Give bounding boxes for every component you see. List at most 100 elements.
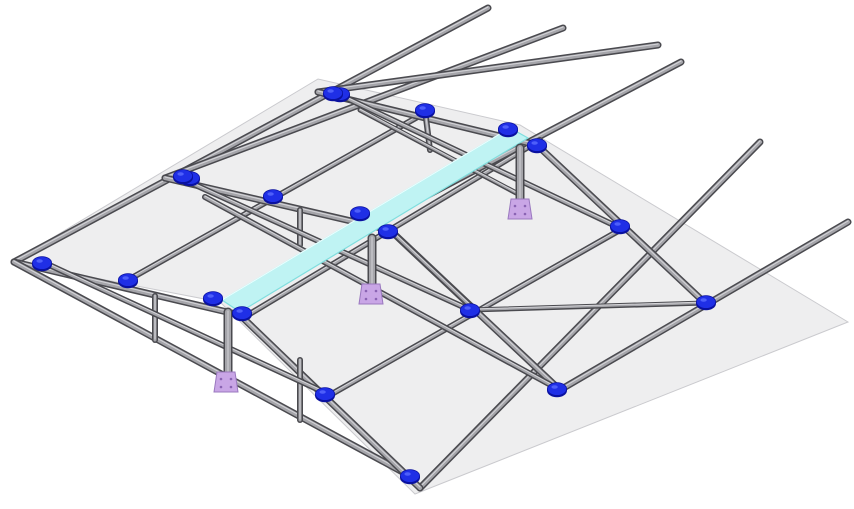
- front-truss-top-chord-left-face: [12, 260, 242, 317]
- back-truss-diag: [357, 107, 523, 198]
- base-plate-front-gusset: [213, 371, 239, 393]
- joint-10-gloss: [382, 227, 389, 231]
- joint-19: [172, 169, 193, 185]
- purlin-3-highlight: [317, 43, 659, 92]
- joint-19-gloss: [177, 172, 184, 176]
- joint-9: [349, 206, 370, 222]
- base-plate-middle-bolt: [364, 289, 368, 293]
- base-plate-middle: [358, 283, 384, 305]
- joint-16-gloss: [531, 141, 538, 145]
- joint-11-gloss: [464, 306, 471, 310]
- purlin-3: [314, 41, 662, 96]
- joint-11-cap: [459, 303, 480, 317]
- base-plate-back-bolt: [523, 212, 527, 216]
- joint-14: [414, 103, 435, 119]
- back-truss-diag-face: [359, 109, 521, 196]
- base-plate-back-bolt: [523, 204, 527, 208]
- joint-2-cap: [118, 273, 139, 287]
- joint-1: [32, 256, 53, 272]
- posts-layer: [223, 143, 525, 383]
- joint-17-gloss: [614, 222, 621, 226]
- base-plate-back: [507, 198, 533, 220]
- joint-3-cap: [202, 291, 223, 305]
- joint-6-gloss: [404, 472, 411, 476]
- joint-4-cap: [231, 306, 252, 320]
- purlin-3-face: [316, 43, 660, 94]
- purlin-inner-d-face: [469, 302, 706, 311]
- joint-15: [497, 122, 518, 138]
- middle-truss-diag-face: [388, 228, 477, 312]
- middle-truss-diag-highlight: [389, 228, 476, 310]
- rafter-1-highlight: [44, 261, 331, 395]
- base-plate-back-bolt: [513, 212, 517, 216]
- joint-17: [610, 219, 631, 235]
- joints-layer: [32, 86, 717, 485]
- front-truss-bottom-chord-face: [12, 260, 412, 478]
- base-plates-layer: [213, 198, 533, 393]
- joint-8-cap: [262, 189, 283, 203]
- joint-16: [527, 138, 548, 154]
- base-plate-middle-bolt: [374, 289, 378, 293]
- joint-6: [399, 469, 420, 485]
- purlin-1-face: [12, 6, 490, 264]
- rafter-3-highlight: [204, 195, 561, 390]
- joint-3-gloss: [207, 294, 214, 298]
- joint-16-cap: [527, 138, 548, 152]
- back-truss-diag-highlight: [359, 108, 521, 195]
- rafter-1: [42, 260, 333, 398]
- joint-18-cap: [696, 295, 717, 309]
- base-plate-middle-gusset: [358, 283, 384, 305]
- joint-2-gloss: [122, 276, 129, 280]
- joint-14-gloss: [419, 106, 426, 110]
- joint-17-cap: [610, 219, 631, 233]
- joint-9-gloss: [354, 209, 361, 213]
- joint-8-gloss: [267, 192, 274, 196]
- base-plate-front-bolt: [219, 377, 223, 381]
- joint-1-gloss: [36, 259, 43, 263]
- joint-15-gloss: [502, 125, 509, 129]
- rafter-1-face: [43, 261, 332, 397]
- joint-14-cap: [414, 103, 435, 117]
- base-plate-front-bolt: [219, 385, 223, 389]
- joint-12-gloss: [551, 385, 558, 389]
- joint-10-cap: [377, 224, 398, 238]
- purlin-5-highlight: [419, 140, 761, 488]
- base-plate-front-bolt: [229, 377, 233, 381]
- joint-18-gloss: [700, 298, 707, 302]
- joint-18: [696, 295, 717, 311]
- joint-12-cap: [547, 382, 568, 396]
- purlin-inner-d: [467, 300, 708, 313]
- purlin-1-highlight: [13, 6, 489, 262]
- rafter-3-face: [203, 195, 562, 392]
- joint-4: [231, 306, 252, 322]
- joint-12: [547, 382, 568, 398]
- joint-19-cap: [172, 169, 193, 183]
- purlin-inner-d-highlight: [469, 301, 706, 310]
- middle-truss-diag: [387, 227, 478, 313]
- front-truss-top-chord-right-face: [238, 313, 422, 490]
- joint-3: [202, 291, 223, 307]
- base-plate-middle-bolt: [364, 297, 368, 301]
- purlin-5-face: [418, 140, 762, 490]
- joint-20-cap: [322, 86, 343, 100]
- base-plate-front: [213, 371, 239, 393]
- purlin-1: [10, 4, 492, 266]
- joint-9-cap: [349, 206, 370, 220]
- joint-20: [322, 86, 343, 102]
- base-plate-front-bolt: [229, 385, 233, 389]
- base-plate-back-gusset: [507, 198, 533, 220]
- joint-4-gloss: [236, 309, 243, 313]
- joint-5: [314, 387, 335, 403]
- joint-6-cap: [399, 469, 420, 483]
- front-truss-bottom-chord-highlight: [13, 260, 411, 476]
- joint-20-gloss: [327, 89, 334, 93]
- joint-1-cap: [32, 256, 53, 270]
- base-plate-middle-bolt: [374, 297, 378, 301]
- joint-11: [459, 303, 480, 319]
- joint-5-cap: [314, 387, 335, 401]
- joint-15-cap: [497, 122, 518, 136]
- joint-8: [262, 189, 283, 205]
- joint-5-gloss: [319, 390, 326, 394]
